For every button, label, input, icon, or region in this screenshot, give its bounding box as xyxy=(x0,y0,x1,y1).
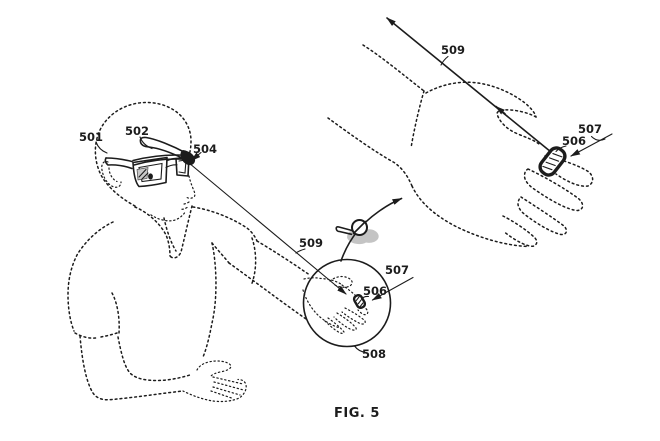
reference-label-507-hand: 507 xyxy=(578,122,602,136)
ring-device-main xyxy=(538,146,567,177)
finger-pinky xyxy=(502,215,538,247)
ear xyxy=(101,160,122,188)
left-forearm-outer xyxy=(79,335,184,401)
reference-label-506-hand: 506 xyxy=(562,134,586,148)
hand-bottom-contour xyxy=(411,185,529,248)
inset-index-base xyxy=(341,284,357,297)
ring-inset-hatch xyxy=(355,296,364,308)
inset-index-tip xyxy=(357,305,369,316)
arrow-507-inset xyxy=(371,276,414,301)
leader-508 xyxy=(353,345,367,354)
collar-left xyxy=(134,206,171,257)
inset-hand-bottom xyxy=(302,289,341,329)
head-outline xyxy=(94,101,192,207)
glasses-bridge-bottom xyxy=(165,164,178,169)
neck-front xyxy=(163,217,177,252)
leader-509-hand xyxy=(440,55,449,66)
left-hand-finger-4 xyxy=(210,390,234,400)
magnifier-handle xyxy=(335,226,353,236)
zoom-callout-arrow xyxy=(340,197,403,262)
chest-line xyxy=(202,242,217,358)
left-hand-outer xyxy=(182,378,247,403)
reference-label-504: 504 xyxy=(193,142,217,156)
left-sleeve-hem xyxy=(74,332,97,339)
person-figure xyxy=(67,101,310,403)
mouth-lower xyxy=(179,206,188,210)
thumb-web-line xyxy=(410,90,425,149)
ring-main-hatch xyxy=(542,152,563,171)
leader-506-inset xyxy=(360,295,370,300)
reference-label-507-inset: 507 xyxy=(385,263,409,277)
magnifier-zoom-icon xyxy=(335,197,403,262)
reference-label-502: 502 xyxy=(125,124,149,138)
right-armpit xyxy=(211,242,230,264)
right-shoulder xyxy=(192,206,258,242)
thumb-outer xyxy=(425,81,537,118)
glasses-near-temple-top xyxy=(105,157,133,163)
reference-label-509-hand: 509 xyxy=(441,43,465,57)
reference-label-501: 501 xyxy=(79,130,103,144)
left-hand-finger-3 xyxy=(212,386,241,396)
left-sleeve-seam xyxy=(111,292,120,334)
right-sleeve-seam xyxy=(250,237,257,287)
magnifier-slash xyxy=(352,220,367,235)
arrow-507-hand xyxy=(570,133,613,157)
pointing-ray xyxy=(386,17,552,153)
finger-ring xyxy=(517,196,568,236)
leader-509-body xyxy=(295,248,306,254)
face-profile xyxy=(186,175,196,199)
right-arm-lower xyxy=(228,262,307,320)
inset-small-hand xyxy=(302,275,369,334)
glasses-near-lens-outer xyxy=(132,156,168,188)
wrist-lower-edge xyxy=(327,117,413,187)
ear-inner xyxy=(108,167,118,183)
collar-right xyxy=(169,205,193,259)
left-hand-finger-2 xyxy=(213,381,245,391)
reference-label-506-inset: 506 xyxy=(363,284,387,298)
chin-jaw xyxy=(148,212,186,222)
glasses-lens-display-hatch xyxy=(138,168,149,180)
finger-index xyxy=(544,155,594,187)
inset-circle-group xyxy=(302,258,392,348)
figure-caption: FIG. 5 xyxy=(334,406,380,421)
inset-finger-3 xyxy=(333,312,357,331)
left-hand-finger-1 xyxy=(212,376,244,385)
leader-506-hand xyxy=(555,145,567,153)
smart-glasses xyxy=(104,136,196,188)
left-hand-thumb xyxy=(196,360,232,377)
glasses-near-temple-bottom xyxy=(104,157,133,170)
reference-label-509-body: 509 xyxy=(299,236,323,250)
pointing-ray-mid-arrow xyxy=(495,105,506,115)
inset-finger-4 xyxy=(323,317,345,334)
reference-label-508: 508 xyxy=(362,347,386,361)
glasses-far-temple xyxy=(139,136,187,160)
inset-circle xyxy=(302,258,392,348)
zoomed-hand xyxy=(327,44,594,248)
pointing-ray-line xyxy=(386,17,552,153)
inset-thumb xyxy=(329,275,353,288)
left-sleeve-hem-2 xyxy=(100,332,118,338)
arrow-504 xyxy=(190,151,202,162)
left-shoulder-arm-contour xyxy=(67,221,114,332)
wrist-upper-edge xyxy=(362,44,425,92)
leader-501 xyxy=(95,141,108,154)
reference-leaders xyxy=(95,55,613,354)
gaze-line xyxy=(188,162,347,295)
inset-hand-top xyxy=(303,277,343,286)
left-forearm-inner xyxy=(117,336,191,382)
thumb-inner xyxy=(496,109,540,145)
leader-507-hand xyxy=(590,135,606,141)
inset-finger-2 xyxy=(341,307,366,325)
eye-through-lens xyxy=(148,173,153,180)
mouth-upper xyxy=(181,201,190,205)
finger-middle xyxy=(523,168,584,212)
right-arm-upper xyxy=(256,240,310,276)
leader-502 xyxy=(139,136,153,150)
